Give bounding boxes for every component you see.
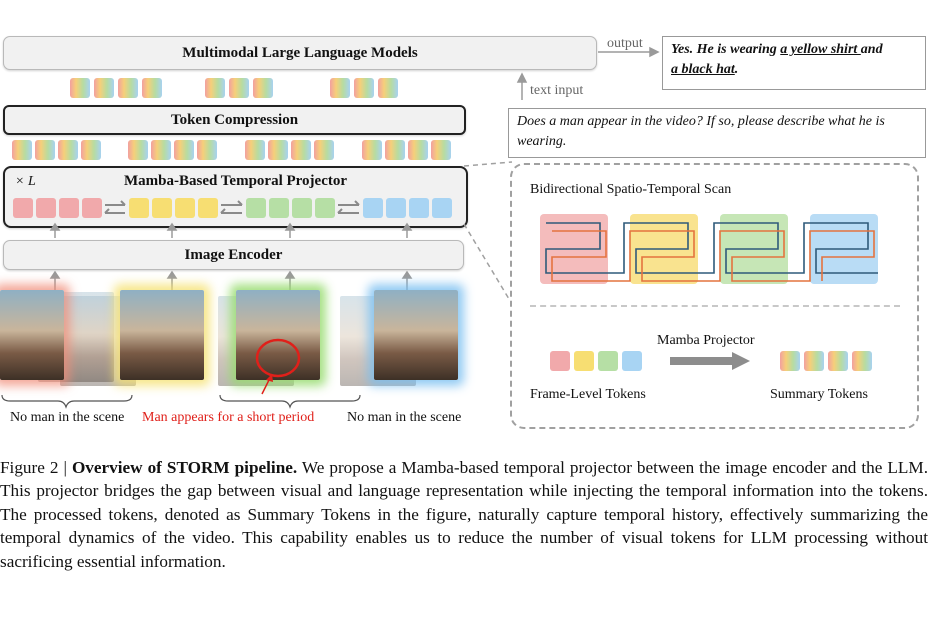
summary-tokens-label: Summary Tokens (770, 387, 868, 402)
answer-hat: a black hat (671, 62, 735, 77)
frame-token-yellow (175, 198, 195, 218)
mamba-projector-title: Mamba-Based Temporal Projector (123, 173, 348, 189)
text-input-label: text input (530, 83, 584, 98)
compressed-token (94, 78, 114, 98)
frame-yellow (120, 290, 204, 380)
frame-token-green (246, 198, 266, 218)
frame-token-blue (432, 198, 452, 218)
frame-blue (374, 290, 458, 380)
man-highlight (255, 338, 301, 395)
summary-token (81, 140, 101, 160)
summary-token (197, 140, 217, 160)
frame-level-token-blue (622, 351, 642, 371)
answer-and: and (860, 42, 883, 57)
question-box: Does a man appear in the video? If so, p… (508, 108, 926, 158)
frame-token-blue (363, 198, 383, 218)
frame-label-left: No man in the scene (10, 410, 125, 425)
summary-token (128, 140, 148, 160)
frame-token-yellow (152, 198, 172, 218)
scan-diagram (540, 214, 878, 284)
frame-green (236, 290, 320, 380)
frame-token-green (292, 198, 312, 218)
frame-token-yellow (198, 198, 218, 218)
frame-token-red (82, 198, 102, 218)
token-compression-title: Token Compression (170, 112, 299, 128)
image-encoder-box: Image Encoder (3, 240, 464, 270)
image-encoder-title: Image Encoder (184, 247, 283, 263)
compressed-token (142, 78, 162, 98)
summary-token (58, 140, 78, 160)
compressed-token (330, 78, 350, 98)
summary-token (362, 140, 382, 160)
frame-token-blue (386, 198, 406, 218)
frame-token-green (315, 198, 335, 218)
summary-token (291, 140, 311, 160)
projector-label: Mamba Projector (657, 333, 755, 348)
summary-token (385, 140, 405, 160)
compressed-token (70, 78, 90, 98)
scan-title: Bidirectional Spatio-Temporal Scan (530, 182, 732, 197)
answer-lead: Yes. He is wearing (671, 42, 781, 57)
answer-end: . (734, 62, 739, 77)
summary-token (12, 140, 32, 160)
question-text: Does a man appear in the video? If so, p… (517, 114, 885, 149)
frame-token-red (13, 198, 33, 218)
frame-red (0, 290, 64, 380)
compressed-token (205, 78, 225, 98)
caption-prefix: Figure 2 | (0, 458, 72, 477)
answer-shirt: a yellow shirt (780, 42, 861, 57)
summary-token (852, 351, 872, 371)
compressed-token (378, 78, 398, 98)
projector-arrow (670, 352, 750, 370)
caption-body: We propose a Mamba-based temporal projec… (0, 458, 928, 571)
pipeline-arrows (49, 46, 660, 300)
caption-title: Overview of STORM pipeline. (71, 458, 298, 477)
frame-level-token-yellow (574, 351, 594, 371)
summary-token (174, 140, 194, 160)
layers-multiplier: × L (15, 174, 36, 189)
summary-token (431, 140, 451, 160)
compressed-token (229, 78, 249, 98)
frame-tokens-label: Frame-Level Tokens (530, 387, 646, 402)
frame-token-green (269, 198, 289, 218)
frame-level-token-green (598, 351, 618, 371)
summary-token (780, 351, 800, 371)
frame-token-red (59, 198, 79, 218)
llm-title: Multimodal Large Language Models (182, 45, 418, 61)
frame-brackets (1, 394, 361, 409)
llm-box: Multimodal Large Language Models (3, 36, 597, 70)
summary-token (804, 351, 824, 371)
summary-token (245, 140, 265, 160)
summary-token (408, 140, 428, 160)
summary-token (151, 140, 171, 160)
compressed-token (253, 78, 273, 98)
figure-caption: Figure 2 | Overview of STORM pipeline. W… (0, 456, 928, 573)
frame-token-yellow (129, 198, 149, 218)
detail-panel: Bidirectional Spatio-Temporal Scan Mamba… (510, 163, 919, 429)
frame-label-right: No man in the scene (347, 410, 462, 425)
output-label: output (607, 36, 643, 51)
frame-level-token-red (550, 351, 570, 371)
compressed-token (354, 78, 374, 98)
compressed-token (118, 78, 138, 98)
answer-box: Yes. He is wearing a yellow shirt and a b… (662, 36, 926, 90)
frame-token-blue (409, 198, 429, 218)
scan-divider (530, 305, 900, 307)
token-compression-box: Token Compression (3, 105, 466, 135)
summary-token (828, 351, 848, 371)
summary-token (268, 140, 288, 160)
mamba-projector-box: × L Mamba-Based Temporal Projector (3, 166, 468, 228)
frame-label-middle: Man appears for a short period (142, 410, 315, 425)
summary-token (35, 140, 55, 160)
bidirectional-arrows (104, 200, 360, 214)
frame-token-red (36, 198, 56, 218)
summary-token (314, 140, 334, 160)
